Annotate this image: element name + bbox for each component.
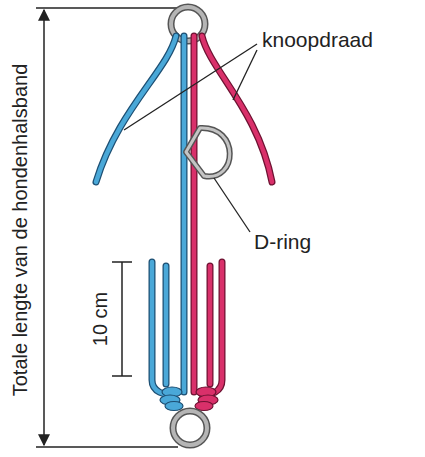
red-cord xyxy=(194,36,272,394)
dimension-label: 10 cm xyxy=(89,292,111,346)
cord-label: knoopdraad xyxy=(262,28,373,51)
bottom-ring xyxy=(173,411,207,445)
knot xyxy=(160,387,183,411)
ten-cm-dimension xyxy=(112,262,132,376)
leader-line xyxy=(124,44,257,232)
total-length-label: Totale lengte van de hondenhalsband xyxy=(9,64,31,397)
d-ring xyxy=(186,128,230,177)
knot xyxy=(195,387,218,411)
length-dimension xyxy=(36,8,178,447)
d-ring-label: D-ring xyxy=(254,230,311,253)
